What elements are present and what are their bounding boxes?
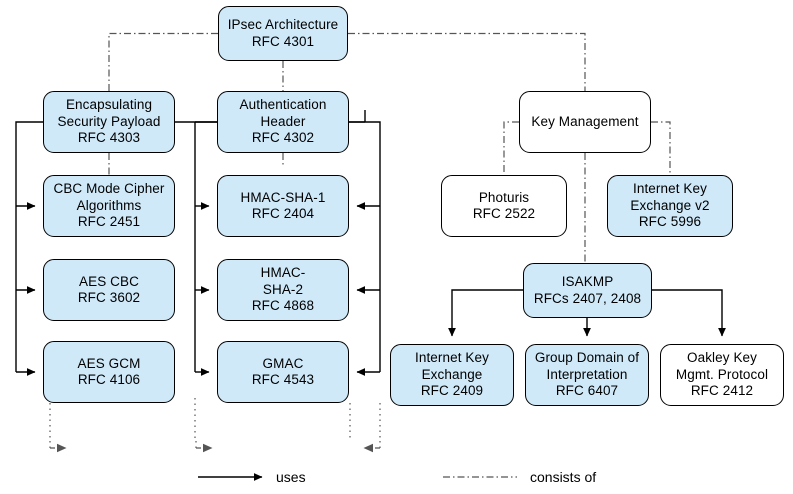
node-line: Authentication — [239, 97, 327, 113]
edge-isakmp-to-ike — [448, 289, 523, 337]
node-line: Header — [260, 113, 306, 129]
node-line: IPsec Architecture — [227, 17, 339, 32]
edge-keymgmt-to-ikev2 — [651, 121, 671, 175]
node-line: RFC 6407 — [555, 383, 619, 399]
node-line: Internet Key — [415, 350, 489, 366]
node-ipsec-architecture[interactable]: IPsec Architecture RFC 4301 — [218, 6, 348, 61]
node-line: AES GCM — [77, 355, 141, 371]
node-line: RFCs 2407, 2408 — [533, 290, 642, 306]
node-line: Mgmt. Protocol — [675, 366, 769, 382]
node-line: Photuris — [478, 189, 530, 205]
node-line: Group Domain of — [534, 350, 640, 366]
node-authentication-header[interactable]: Authentication Header RFC 4302 — [217, 91, 349, 153]
node-line: Key Management — [531, 113, 639, 129]
node-internet-key-exchange[interactable]: Internet Key Exchange RFC 2409 — [390, 344, 514, 406]
node-line: RFC 4301 — [251, 33, 315, 49]
node-line: CBC Mode Cipher — [53, 181, 165, 197]
node-line: HMAC-SHA-1 — [240, 189, 326, 205]
node-line: ISAKMP — [561, 274, 614, 289]
node-line: Internet Key — [633, 181, 707, 197]
node-oakley-key-mgmt-protocol[interactable]: Oakley Key Mgmt. Protocol RFC 2412 — [660, 344, 784, 406]
edge-ipsec-to-esp — [108, 32, 218, 91]
node-line: RFC 4302 — [251, 130, 315, 146]
node-group-domain-of-interpretation[interactable]: Group Domain of Interpretation RFC 6407 — [525, 344, 649, 406]
node-line: RFC 2412 — [690, 383, 754, 399]
node-line: Exchange v2 — [630, 197, 710, 213]
node-key-management[interactable]: Key Management — [519, 91, 651, 153]
node-line: RFC 4303 — [77, 130, 141, 146]
node-photuris[interactable]: Photuris RFC 2522 — [441, 175, 567, 237]
node-line: GMAC — [262, 355, 304, 371]
node-line: Exchange — [421, 366, 483, 382]
edge-ipsec-to-keymgmt — [348, 32, 586, 91]
consists-of-dotted-verticals — [49, 398, 381, 448]
node-line: RFC 3602 — [77, 290, 141, 305]
edge-isakmp-to-oakley — [652, 289, 726, 337]
node-line: SHA-2 — [262, 281, 304, 297]
legend-uses-label: uses — [276, 469, 306, 485]
node-line: Algorithms — [76, 197, 142, 213]
consists-of-bottom-stubs — [49, 441, 381, 448]
node-isakmp[interactable]: ISAKMP RFCs 2407, 2408 — [523, 263, 652, 318]
node-line: Oakley Key — [686, 350, 758, 366]
node-line: RFC 2522 — [472, 206, 536, 221]
node-encapsulating-security-payload[interactable]: Encapsulating Security Payload RFC 4303 — [43, 91, 175, 153]
node-internet-key-exchange-v2[interactable]: Internet Key Exchange v2 RFC 5996 — [607, 175, 733, 237]
node-aes-gcm[interactable]: AES GCM RFC 4106 — [43, 341, 175, 403]
node-line: AES CBC — [79, 273, 139, 289]
node-line: RFC 4868 — [251, 298, 315, 314]
node-hmac-sha-2[interactable]: HMAC- SHA-2 RFC 4868 — [217, 259, 349, 321]
edge-esp-left-trunk — [15, 121, 43, 372]
node-aes-cbc[interactable]: AES CBC RFC 3602 — [43, 259, 175, 321]
node-line: RFC 4106 — [77, 372, 141, 387]
node-line: Encapsulating — [65, 97, 153, 113]
node-line: RFC 2451 — [77, 214, 141, 230]
node-line: RFC 5996 — [638, 214, 702, 230]
node-line: RFC 4543 — [251, 372, 315, 387]
edge-keymgmt-to-photuris — [503, 121, 519, 175]
node-hmac-sha-1[interactable]: HMAC-SHA-1 RFC 2404 — [217, 175, 349, 237]
legend-consists-of-label: consists of — [530, 469, 597, 485]
node-line: RFC 2409 — [420, 383, 484, 399]
edge-esp-right-trunk — [175, 121, 381, 372]
node-line: RFC 2404 — [251, 206, 315, 221]
node-cbc-mode-cipher-algorithms[interactable]: CBC Mode Cipher Algorithms RFC 2451 — [43, 175, 175, 237]
node-gmac[interactable]: GMAC RFC 4543 — [217, 341, 349, 403]
node-line: HMAC- — [260, 265, 306, 281]
node-line: Security Payload — [57, 113, 161, 129]
node-line: Interpretation — [546, 366, 628, 382]
